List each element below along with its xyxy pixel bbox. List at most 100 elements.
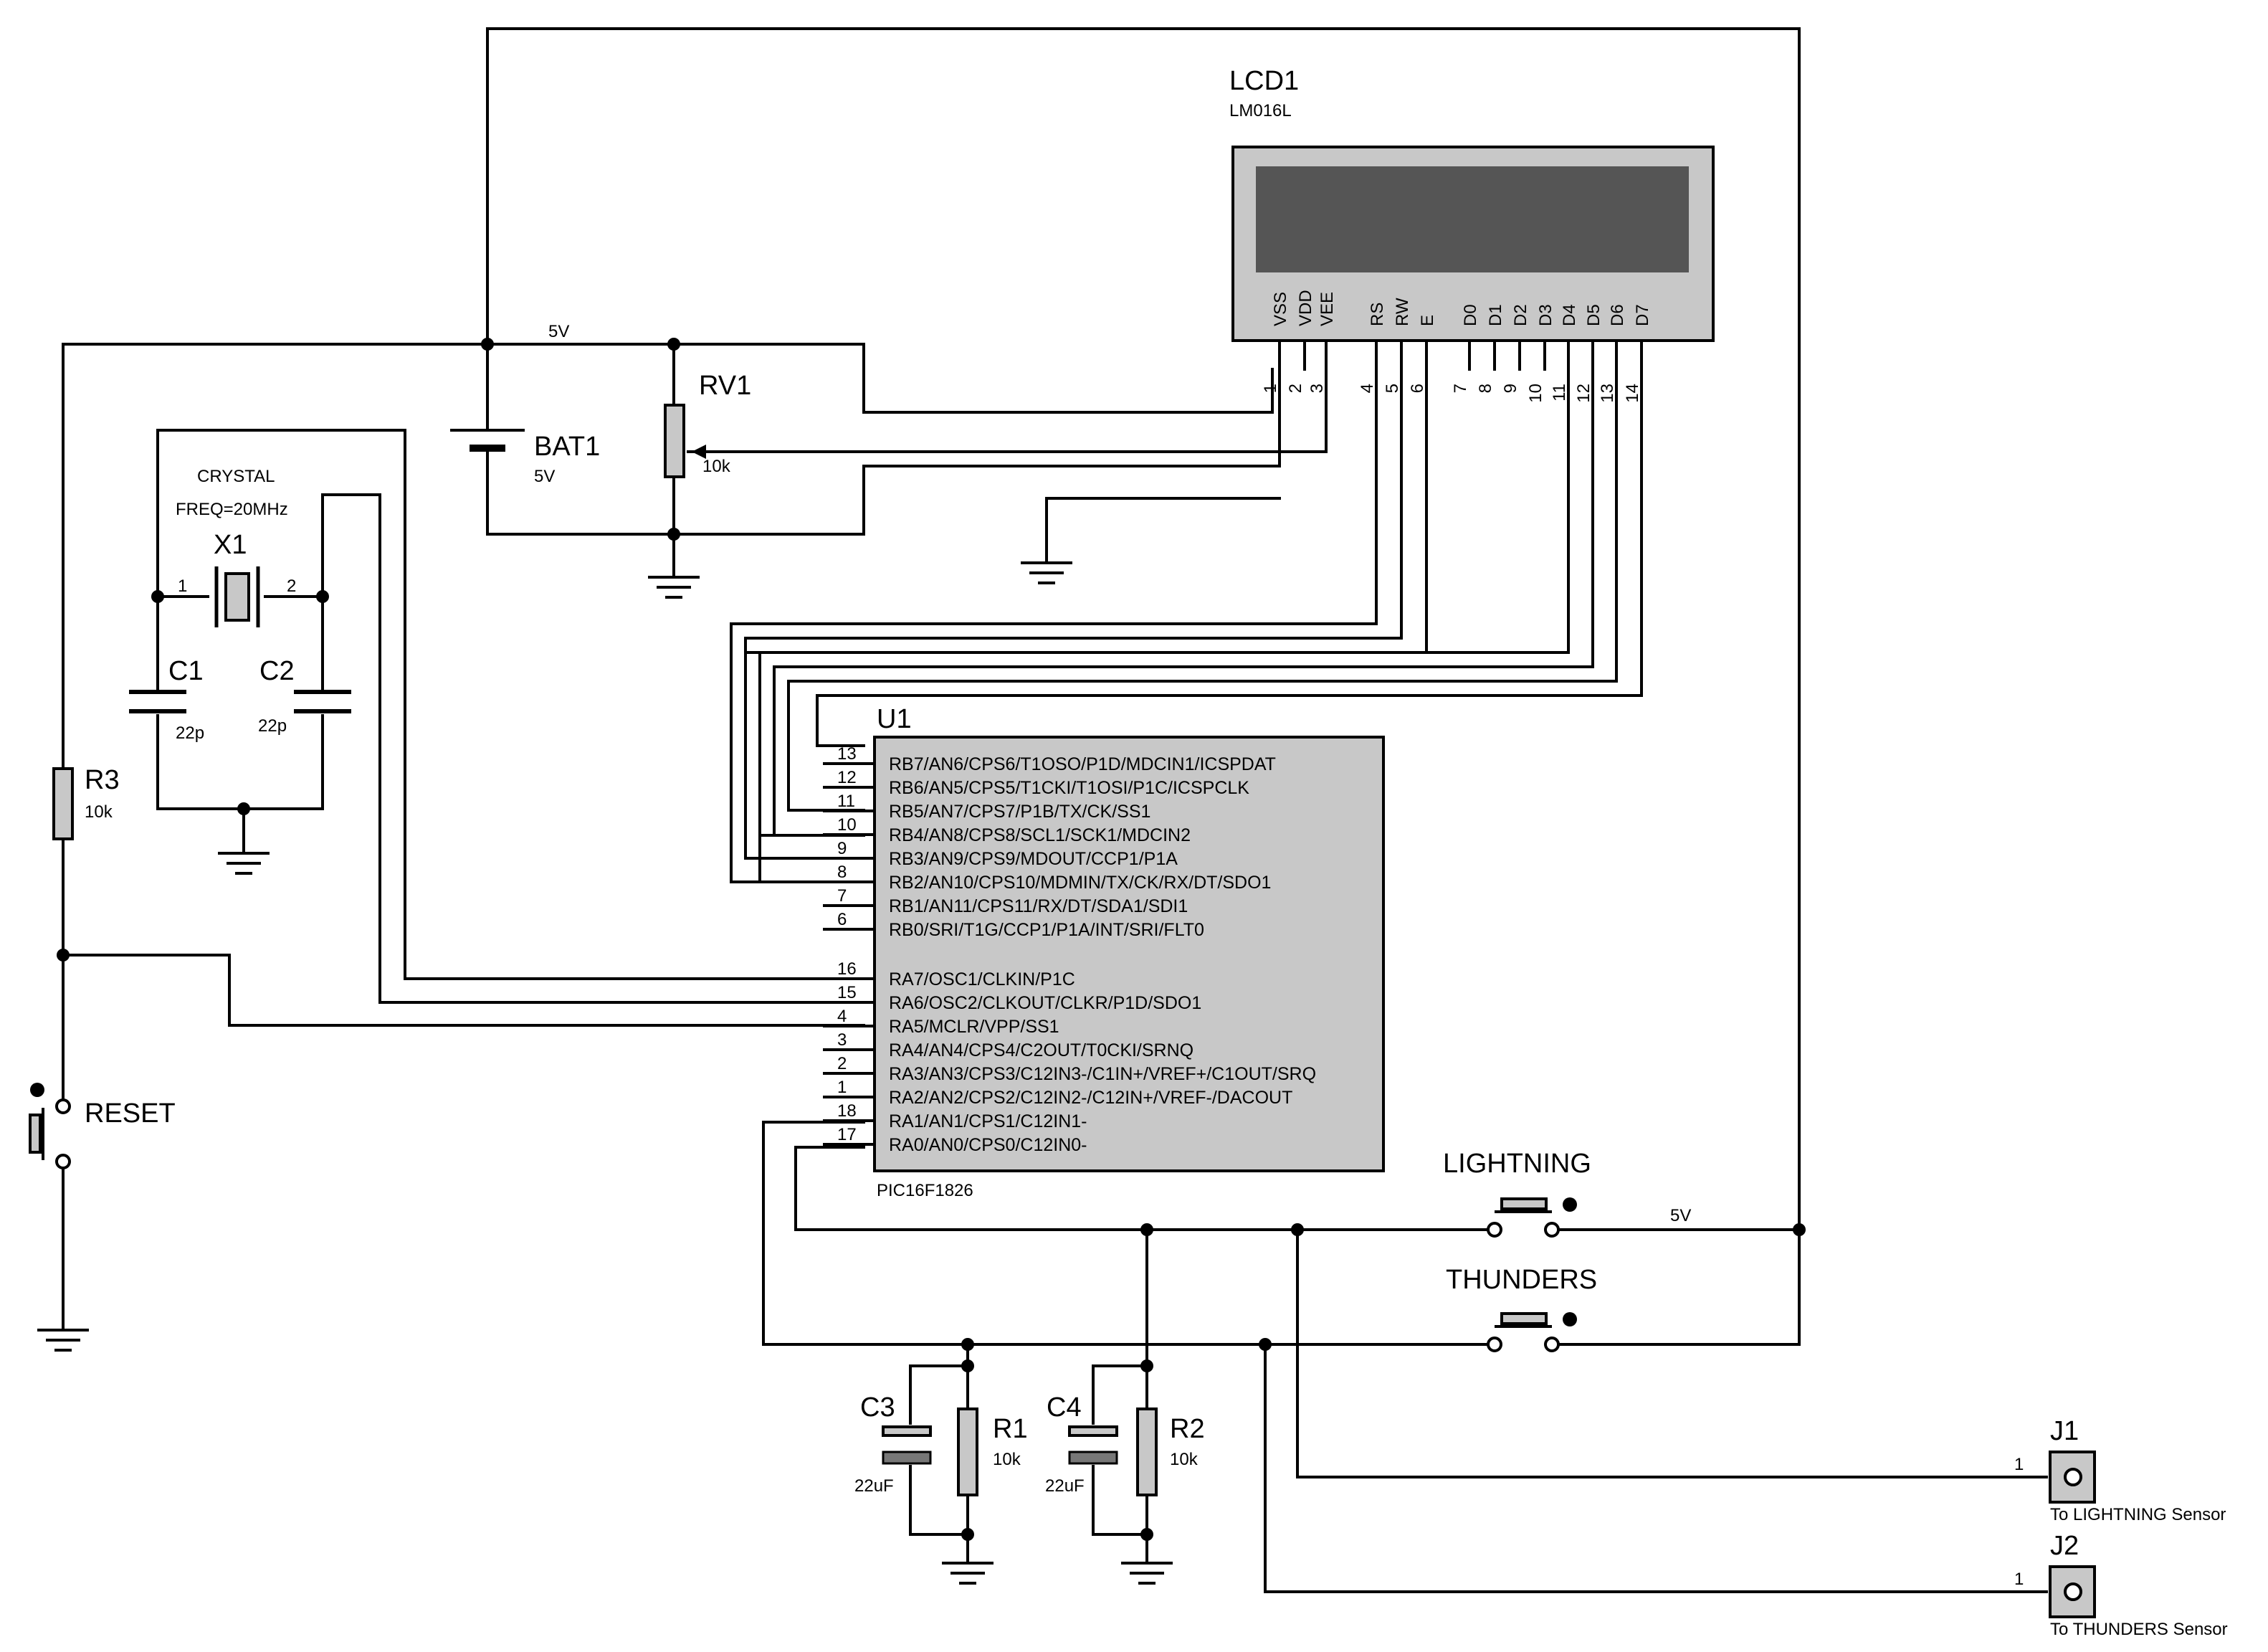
lcd-pin-name: D1 <box>1486 304 1505 326</box>
lcd-pin-name: D5 <box>1584 304 1604 326</box>
c1-value: 22p <box>176 723 204 743</box>
connector-j1: J1 1 To LIGHTNING Sensor <box>2014 1416 2226 1524</box>
lcd-pin-name: D4 <box>1560 304 1579 326</box>
lcd-pin-number: 9 <box>1501 384 1520 393</box>
lcd-ref: LCD1 <box>1229 66 1299 96</box>
lcd-pin-number: 6 <box>1408 384 1427 393</box>
lcd-part: LM016L <box>1229 101 1292 120</box>
potentiometer: RV1 10k <box>664 371 751 478</box>
c4-value: 22uF <box>1045 1476 1085 1496</box>
mcu-pin-name: RA1/AN1/CPS1/C12IN1- <box>889 1111 1087 1131</box>
mcu-pin-name: RA3/AN3/CPS3/C12IN3-/C1IN+/VREF+/C1OUT/S… <box>889 1064 1316 1084</box>
lcd-pin-name: VDD <box>1296 290 1315 326</box>
r2-value: 10k <box>1170 1450 1199 1469</box>
lightning-switch: LIGHTNING <box>1443 1149 1591 1238</box>
mcu-pin-name: RA2/AN2/CPS2/C12IN2-/C12IN+/VREF-/DACOUT <box>889 1088 1292 1108</box>
lcd-pin-name: VSS <box>1271 292 1290 326</box>
junctions <box>57 338 1806 1541</box>
mcu-pin-name: RB6/AN5/CPS5/T1CKI/T1OSI/P1C/ICSPCLK <box>889 778 1249 798</box>
battery: BAT1 5V <box>450 429 600 486</box>
lcd-pin-name: D3 <box>1536 304 1555 326</box>
thunders-switch: THUNDERS <box>1446 1265 1597 1352</box>
mcu-pin-number: 18 <box>837 1101 857 1121</box>
connector-j2: J2 1 To THUNDERS Sensor <box>2014 1531 2228 1639</box>
lcd-pin-name: D6 <box>1608 304 1627 326</box>
lcd-pin-name: E <box>1418 315 1437 326</box>
c4-ref: C4 <box>1047 1392 1082 1423</box>
mcu-pin-name: RA5/MCLR/VPP/SS1 <box>889 1017 1059 1037</box>
j2-desc: To THUNDERS Sensor <box>2050 1620 2228 1639</box>
mcu-pin-name: RB3/AN9/CPS9/MDOUT/CCP1/P1A <box>889 849 1178 869</box>
reset-label: RESET <box>85 1098 176 1129</box>
mcu-pin-name: RB7/AN6/CPS6/T1OSO/P1D/MDCIN1/ICSPDAT <box>889 754 1276 774</box>
wires <box>62 27 2048 1593</box>
j1-desc: To LIGHTNING Sensor <box>2050 1505 2226 1524</box>
reset-button: RESET <box>29 1083 176 1169</box>
mcu-pin-number: 4 <box>837 1007 847 1026</box>
rv1-value: 10k <box>702 457 731 476</box>
ground-symbols <box>37 561 1173 1585</box>
r2-ref: R2 <box>1170 1414 1205 1444</box>
mcu-pin-name: RA4/AN4/CPS4/C2OUT/T0CKI/SRNQ <box>889 1040 1193 1060</box>
r1-ref: R1 <box>993 1414 1028 1444</box>
capacitor-c4: C4 22uF <box>1045 1392 1118 1496</box>
mcu-pin-number: 11 <box>837 792 855 811</box>
microcontroller: U1 PIC16F1826 13RB7/AN6/CPS6/T1OSO/P1D/M… <box>823 704 1385 1200</box>
mcu-pin-number: 7 <box>837 886 847 906</box>
resistor-r2: R2 10k <box>1136 1407 1205 1496</box>
mcu-pin-number: 15 <box>837 983 857 1002</box>
lcd-pin-name: RS <box>1368 303 1387 326</box>
mcu-pin-number: 10 <box>837 815 857 835</box>
j1-ref: J1 <box>2050 1416 2079 1446</box>
c1-ref: C1 <box>168 656 204 686</box>
crystal-freq: FREQ=20MHz <box>176 500 288 519</box>
bat-ref: BAT1 <box>534 432 600 462</box>
mcu-ref: U1 <box>877 704 912 734</box>
lcd-pin-number: 13 <box>1598 384 1617 403</box>
crystal-pin2: 2 <box>287 576 296 596</box>
capacitor-c2: C2 22p <box>258 656 351 736</box>
lcd-pin-number: 1 <box>1261 384 1280 393</box>
lcd-pin-number: 12 <box>1574 384 1593 403</box>
capacitor-c1: C1 22p <box>129 656 204 743</box>
mcu-pin-name: RA6/OSC2/CLKOUT/CLKR/P1D/SDO1 <box>889 993 1201 1013</box>
lcd-pin-name: D7 <box>1633 304 1652 326</box>
mcu-pin-number: 16 <box>837 959 857 979</box>
mcu-pin-name: RB1/AN11/CPS11/RX/DT/SDA1/SDI1 <box>889 896 1188 916</box>
lcd-pin-number: 10 <box>1526 384 1545 403</box>
lcd-module: LCD1 LM016L VSS1VDD2VEE3RS4RW5E6D07D18D2… <box>1229 66 1715 403</box>
mcu-pin-name: RB2/AN10/CPS10/MDMIN/TX/CK/RX/DT/SDO1 <box>889 873 1271 893</box>
mcu-pin-name: RA0/AN0/CPS0/C12IN0- <box>889 1135 1087 1155</box>
mcu-pin-number: 6 <box>837 910 847 929</box>
lcd-pin-number: 8 <box>1476 384 1495 393</box>
crystal-type: CRYSTAL <box>197 467 275 486</box>
mcu-pin-number: 9 <box>837 839 847 858</box>
mcu-pin-number: 12 <box>837 768 857 787</box>
c3-value: 22uF <box>854 1476 894 1496</box>
c3-ref: C3 <box>860 1392 895 1423</box>
r3-value: 10k <box>85 802 113 822</box>
resistor-r3: R3 10k <box>52 765 120 840</box>
lcd-pin-name: D2 <box>1511 304 1530 326</box>
mcu-part: PIC16F1826 <box>877 1181 973 1200</box>
lcd-pin-number: 14 <box>1623 384 1642 403</box>
mcu-pin-number: 1 <box>837 1078 847 1097</box>
mcu-pin-number: 17 <box>837 1125 857 1144</box>
lcd-pin-number: 2 <box>1286 384 1305 393</box>
r3-ref: R3 <box>85 765 120 795</box>
lcd-pin-number: 4 <box>1358 384 1377 393</box>
lcd-pin-number: 7 <box>1451 384 1470 393</box>
lcd-pins: VSS1VDD2VEE3RS4RW5E6D07D18D29D310D411D51… <box>1261 290 1652 402</box>
lcd-pin-name: D0 <box>1461 304 1480 326</box>
mcu-pin-number: 13 <box>837 744 857 764</box>
r1-value: 10k <box>993 1450 1021 1469</box>
mcu-pin-number: 8 <box>837 863 847 882</box>
thunders-label: THUNDERS <box>1446 1265 1597 1295</box>
j2-ref: J2 <box>2050 1531 2079 1561</box>
crystal-pin1: 1 <box>178 576 187 596</box>
lcd-pin-number: 5 <box>1383 384 1402 393</box>
mcu-pin-number: 3 <box>837 1030 847 1050</box>
lightning-label: LIGHTNING <box>1443 1149 1591 1179</box>
crystal: CRYSTAL FREQ=20MHz X1 1 2 <box>176 467 296 627</box>
